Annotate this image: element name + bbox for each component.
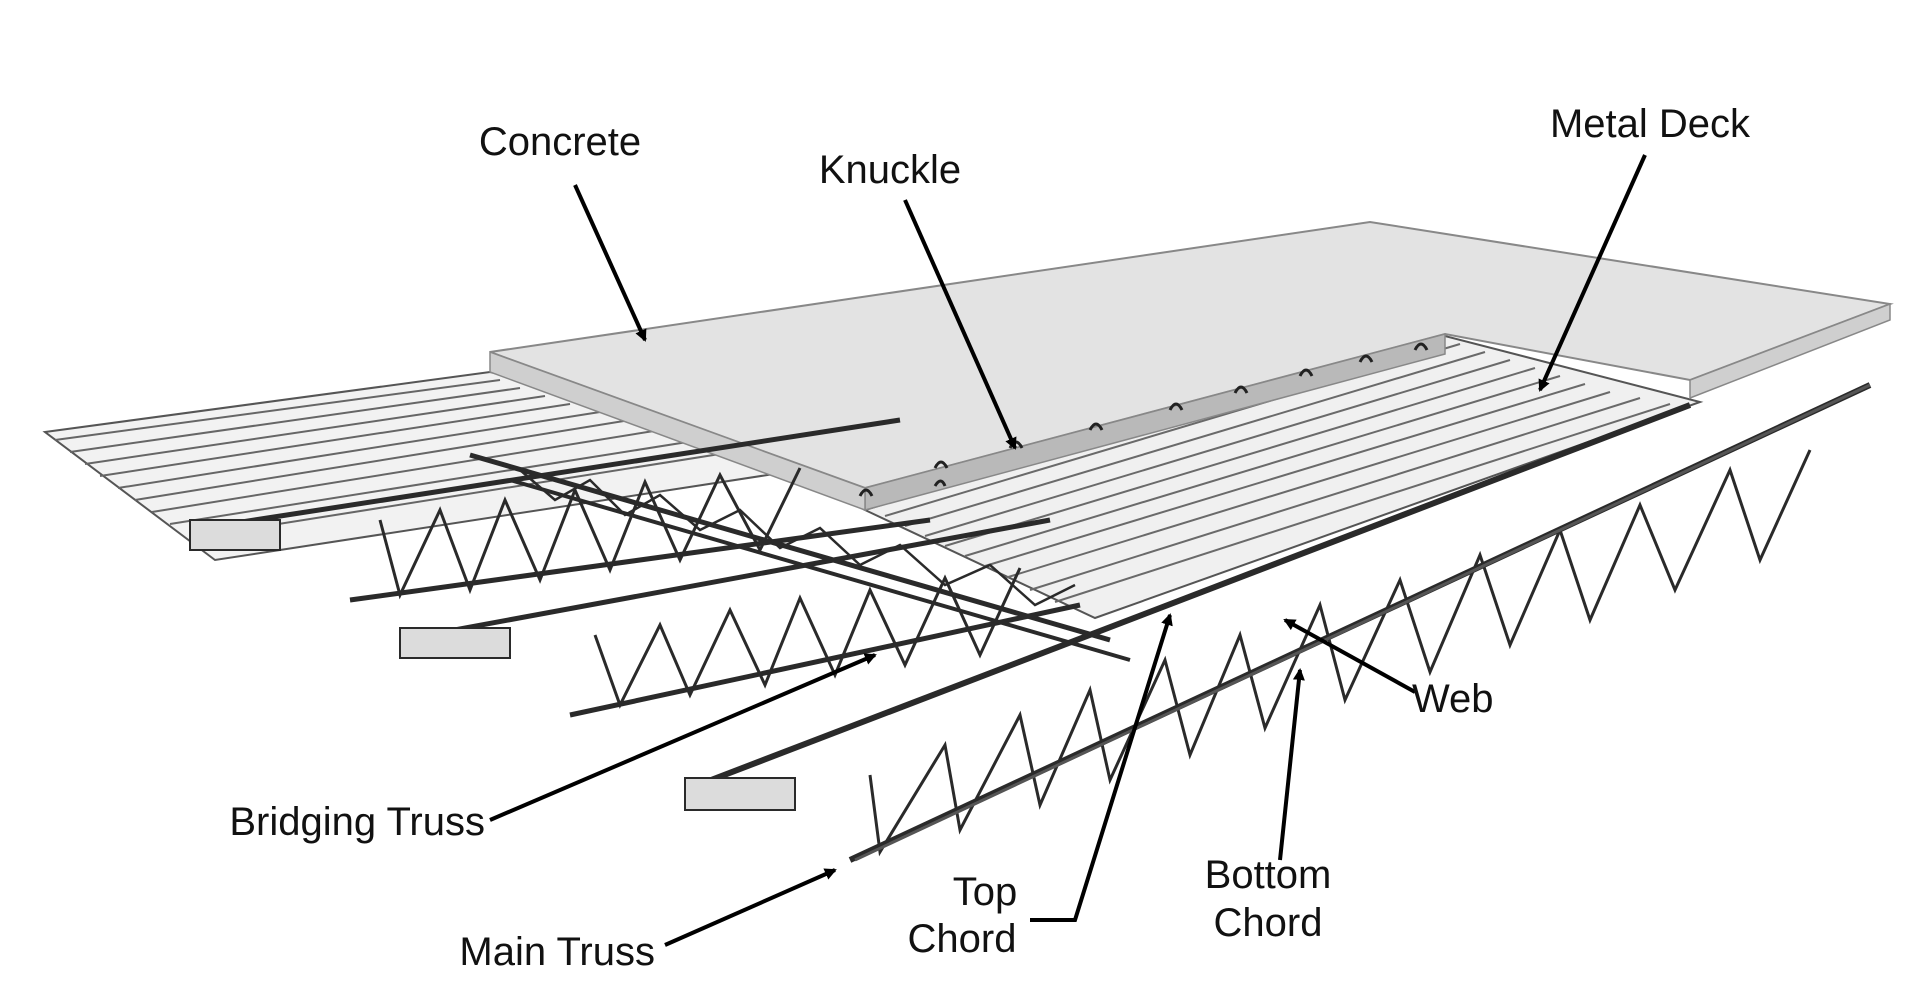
structure-drawing	[42, 220, 1894, 863]
arrow-web	[1283, 618, 1416, 694]
arrow-bridging-truss	[489, 653, 877, 822]
arrow-top-chord	[1030, 613, 1173, 922]
arrow-knuckle	[903, 199, 1017, 450]
arrow-metal-deck	[1538, 154, 1647, 392]
label-web: Web	[1412, 677, 1494, 721]
knuckles	[858, 342, 1429, 497]
labels: Concrete Knuckle Metal Deck Web Bridging…	[229, 102, 1751, 974]
arrow-main-truss	[664, 868, 837, 947]
label-knuckle: Knuckle	[819, 148, 961, 192]
label-main-truss: Main Truss	[459, 930, 655, 974]
concrete-slab	[489, 220, 1894, 512]
label-bottom-chord-line1: Bottom	[1205, 853, 1332, 897]
label-metal-deck: Metal Deck	[1550, 102, 1751, 146]
arrow-bottom-chord	[1278, 668, 1305, 861]
label-top-chord-line2: Chord	[908, 917, 1017, 961]
label-bridging-truss: Bridging Truss	[229, 800, 485, 844]
main-truss-front	[683, 382, 1872, 863]
label-concrete: Concrete	[479, 120, 641, 164]
label-top-chord-line1: Top	[953, 870, 1018, 914]
bridging-truss	[469, 452, 1131, 662]
arrow-concrete	[573, 184, 647, 342]
leader-arrows	[489, 154, 1647, 947]
main-truss-middle	[399, 517, 1081, 718]
label-bottom-chord-line2: Chord	[1214, 901, 1323, 945]
